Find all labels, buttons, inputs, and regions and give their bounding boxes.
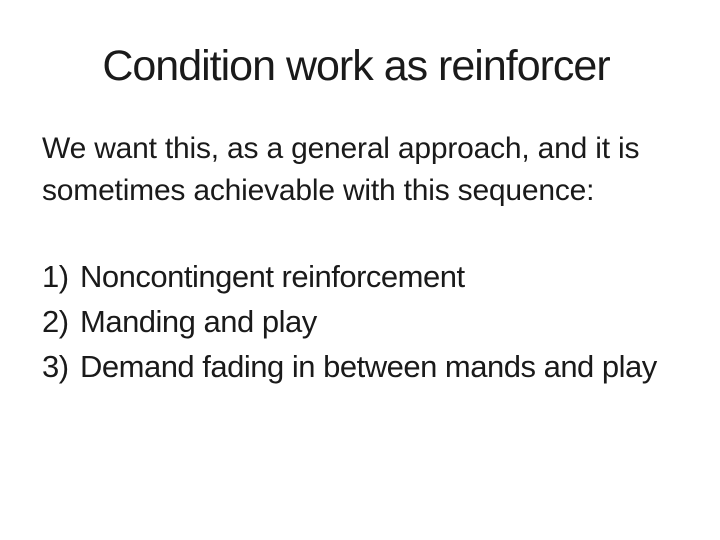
list-item-number: 3) bbox=[42, 349, 69, 384]
intro-paragraph: We want this, as a general approach, and… bbox=[42, 128, 682, 212]
paragraph-line-1: We want this, as a general approach, and… bbox=[42, 132, 640, 165]
list-item-text: Demand fading in between mands and play bbox=[80, 349, 657, 384]
paragraph-line-2: sometimes achievable with this sequence: bbox=[42, 174, 595, 207]
list-item: 2) Manding and play bbox=[42, 299, 692, 344]
list-item: 1) Noncontingent reinforcement bbox=[42, 254, 692, 299]
list-item: 3) Demand fading in between mands and pla… bbox=[42, 344, 692, 389]
list-item-number: 2) bbox=[42, 304, 69, 339]
sequence-list: 1) Noncontingent reinforcement 2) Manding … bbox=[42, 254, 692, 389]
list-item-number: 1) bbox=[42, 259, 69, 294]
list-item-text: Noncontingent reinforcement bbox=[80, 259, 465, 294]
list-item-text: Manding and play bbox=[80, 304, 317, 339]
slide-title: Condition work as reinforcer bbox=[102, 42, 610, 90]
